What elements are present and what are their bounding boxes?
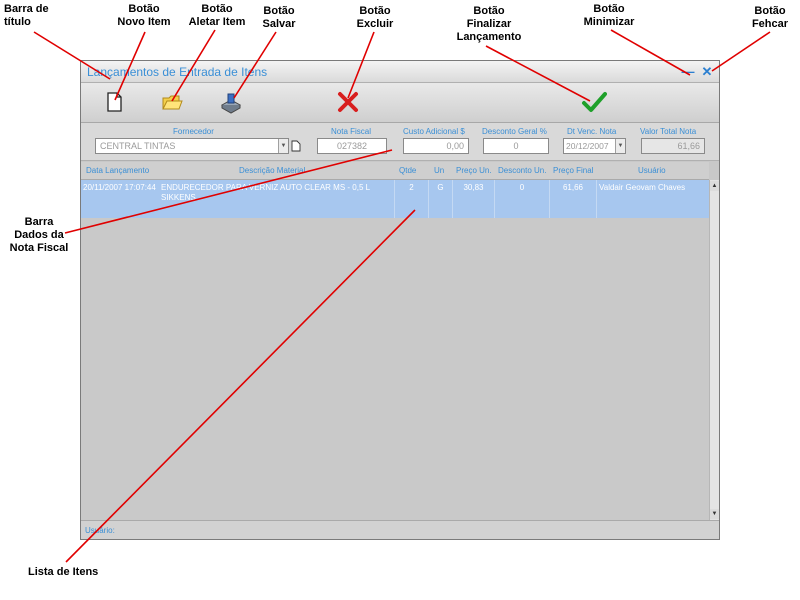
extra-cost-field[interactable]: 0,00 [403, 138, 469, 154]
invoice-number-label: Nota Fiscal [331, 127, 372, 136]
save-button[interactable] [218, 89, 244, 115]
status-user-label: Usuário: [85, 526, 115, 535]
column-header[interactable]: Preço Un. [456, 166, 492, 175]
column-header[interactable]: Desconto Un. [498, 166, 547, 175]
supplier-select[interactable]: CENTRAL TINTAS [95, 138, 289, 154]
discount-label: Desconto Geral % [482, 127, 547, 136]
finalize-button[interactable] [581, 89, 607, 115]
annotation-edit-item: Botão Aletar Item [188, 3, 246, 28]
toolbar [81, 83, 719, 123]
annotation-delete: Botão Excluir [356, 5, 394, 30]
row-date: 20/11/2007 17:07:44 [83, 183, 156, 192]
invoice-data-bar: Fornecedor CENTRAL TINTAS ▼ Nota Fiscal … [81, 123, 719, 161]
column-divider [549, 180, 550, 218]
total-label: Valor Total Nota [640, 127, 697, 136]
invoice-number-field[interactable]: 027382 [317, 138, 387, 154]
row-user: Valdair Geovam Chaves [599, 183, 686, 192]
discount-field[interactable]: 0 [483, 138, 549, 154]
scroll-up-icon[interactable]: ▲ [710, 181, 719, 191]
column-header[interactable]: Data Lançamento [86, 166, 150, 175]
total-field: 61,66 [641, 138, 705, 154]
minimize-button[interactable]: — [681, 64, 695, 79]
column-divider [452, 180, 453, 218]
chevron-down-icon[interactable]: ▼ [615, 139, 625, 153]
column-divider [428, 180, 429, 218]
vertical-scrollbar[interactable]: ▲ ▼ [709, 180, 719, 520]
annotation-item-list: Lista de Itens [28, 566, 99, 578]
extra-cost-label: Custo Adicional $ [403, 127, 465, 136]
due-date-field[interactable]: 20/12/2007 [563, 138, 626, 154]
annotation-finalize: Botão Finalizar Lançamento [456, 5, 522, 43]
supplier-label: Fornecedor [173, 127, 214, 136]
row-unit: G [437, 183, 444, 192]
column-header[interactable]: Un [434, 166, 445, 175]
checkmark-icon [582, 92, 607, 112]
due-date-label: Dt Venc. Nota [567, 127, 617, 136]
app-window: Lançamentos de Entrada de Itens — ✕ [80, 60, 720, 540]
annotation-title-bar: Barra de título [4, 3, 49, 28]
item-grid-header: Data Lançamento Descrição Material Qtde … [81, 162, 709, 180]
column-header[interactable]: Descrição Material [239, 166, 306, 175]
status-bar: Usuário: [81, 520, 719, 539]
column-header[interactable]: Preço Final [553, 166, 594, 175]
new-item-button[interactable] [101, 89, 127, 115]
column-header[interactable]: Usuário [638, 166, 666, 175]
row-unit-discount: 0 [519, 183, 525, 192]
delete-x-icon [338, 92, 358, 112]
save-disk-icon [220, 93, 242, 114]
close-button[interactable]: ✕ [701, 64, 713, 79]
column-divider [494, 180, 495, 218]
new-supplier-icon[interactable] [291, 140, 301, 152]
edit-item-button[interactable] [159, 89, 185, 115]
annotation-new-item: Botão Novo Item [117, 3, 171, 28]
table-row[interactable]: 20/11/2007 17:07:44 ENDURECEDOR PARA VER… [81, 180, 709, 218]
item-list: 20/11/2007 17:07:44 ENDURECEDOR PARA VER… [81, 180, 709, 520]
row-final-price: 61,66 [562, 183, 584, 192]
chevron-down-icon[interactable]: ▼ [278, 139, 288, 153]
open-folder-icon [162, 95, 183, 110]
new-document-icon [107, 92, 122, 112]
annotation-close: Botão Fehcar [751, 5, 789, 30]
pointer-close [711, 31, 771, 72]
row-quantity: 2 [409, 183, 414, 192]
title-bar[interactable]: Lançamentos de Entrada de Itens — ✕ [81, 61, 719, 83]
annotation-invoice-bar: Barra Dados da Nota Fiscal [9, 216, 69, 254]
annotation-save: Botão Salvar [262, 5, 296, 30]
column-divider [394, 180, 395, 218]
window-title: Lançamentos de Entrada de Itens [87, 65, 268, 79]
annotation-minimize: Botão Minimizar [583, 3, 635, 28]
column-divider [596, 180, 597, 218]
row-description: ENDURECEDOR PARA VERNIZ AUTO CLEAR MS - … [161, 183, 370, 202]
scroll-down-icon[interactable]: ▼ [710, 509, 719, 519]
column-header[interactable]: Qtde [399, 166, 417, 175]
delete-button[interactable] [335, 89, 361, 115]
row-unit-price: 30,83 [463, 183, 484, 192]
